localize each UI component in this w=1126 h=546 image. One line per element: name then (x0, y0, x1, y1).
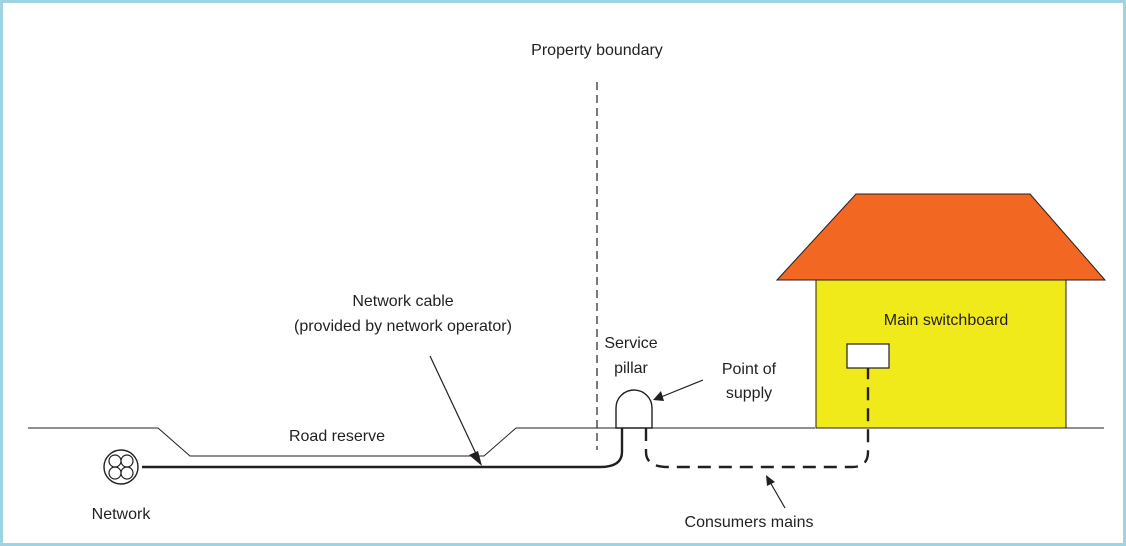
road-reserve-label: Road reserve (289, 428, 385, 445)
consumers-mains (644, 368, 870, 469)
network-label: Network (92, 506, 152, 523)
main-switchboard-box (846, 343, 890, 369)
consumers-mains-arrow (766, 475, 786, 509)
property-boundary-label: Property boundary (531, 42, 663, 59)
house-roof (775, 193, 1107, 281)
point-of-supply-label-line2: supply (726, 385, 772, 402)
service-pillar (615, 389, 653, 429)
main-switchboard-label: Main switchboard (884, 312, 1009, 329)
network-cable-label-line2: (provided by network operator) (294, 318, 512, 335)
network-cable (142, 428, 624, 469)
consumers-mains-label: Consumers mains (685, 514, 814, 531)
network-cable-label-line1: Network cable (352, 293, 453, 310)
point-of-supply-label-line1: Point of (722, 361, 777, 378)
service-pillar-label-line2: pillar (614, 360, 648, 377)
point-of-supply-arrow (653, 379, 704, 401)
network-cable-arrow (429, 355, 482, 466)
service-pillar-label-line1: Service (604, 335, 657, 352)
ground-line (28, 427, 815, 457)
network-symbol-icon (103, 449, 139, 485)
